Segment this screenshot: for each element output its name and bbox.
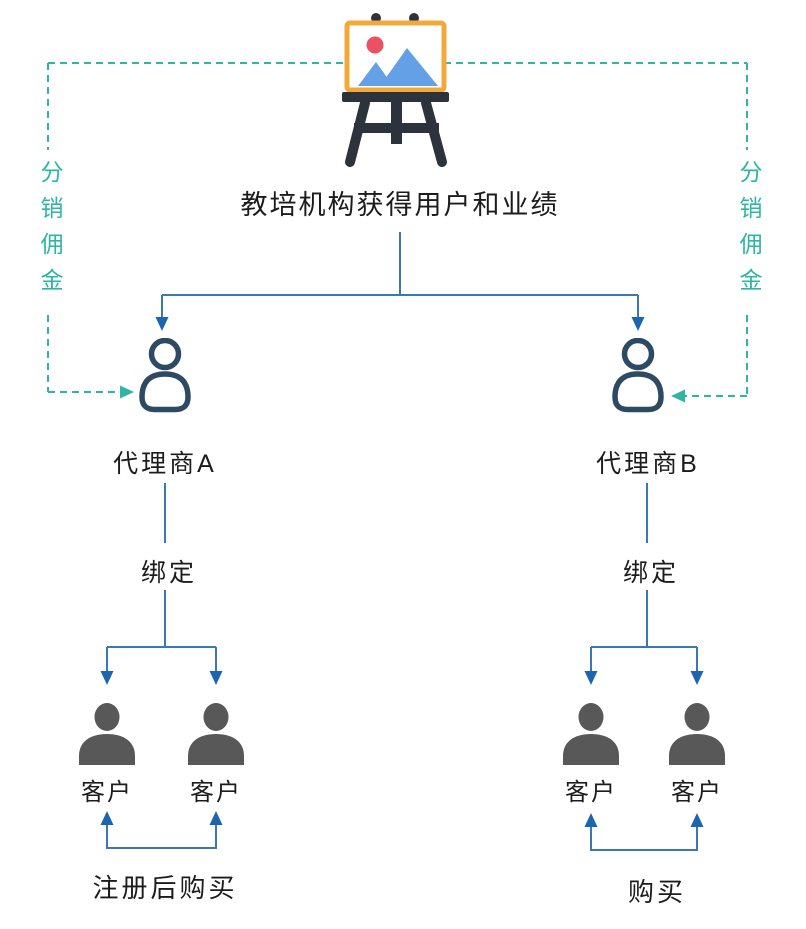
easel-presentation-icon [340, 8, 454, 168]
customer-a2-label: 客户 [190, 779, 242, 806]
customer-b2-label: 客户 [671, 779, 723, 806]
customer-b1-person-filled-icon [562, 703, 620, 765]
flow-lines [106, 232, 698, 851]
agent-a-label: 代理商A [113, 450, 217, 478]
commission-label-left: 分销佣金 [31, 150, 69, 314]
customer-a1-label: 客户 [81, 779, 133, 806]
flow-arrowheads [100, 317, 704, 827]
agent-a-bind-label: 绑定 [105, 553, 233, 589]
purchase-label-left: 注册后购买 [92, 873, 238, 903]
agent-a-person-outline-icon [137, 337, 193, 414]
customer-a1-person-filled-icon [78, 703, 136, 765]
agent-b-bind-label: 绑定 [587, 553, 715, 589]
commission-arrowheads [120, 385, 685, 403]
agent-b-label: 代理商B [596, 450, 700, 478]
institution-title: 教培机构获得用户和业绩 [240, 190, 560, 220]
customer-b2-person-filled-icon [668, 703, 726, 765]
purchase-label-right: 购买 [627, 877, 686, 907]
customer-a2-person-filled-icon [187, 703, 245, 765]
customer-b1-label: 客户 [565, 779, 617, 806]
commission-label-right: 分销佣金 [730, 150, 768, 314]
agent-b-person-outline-icon [610, 337, 666, 414]
